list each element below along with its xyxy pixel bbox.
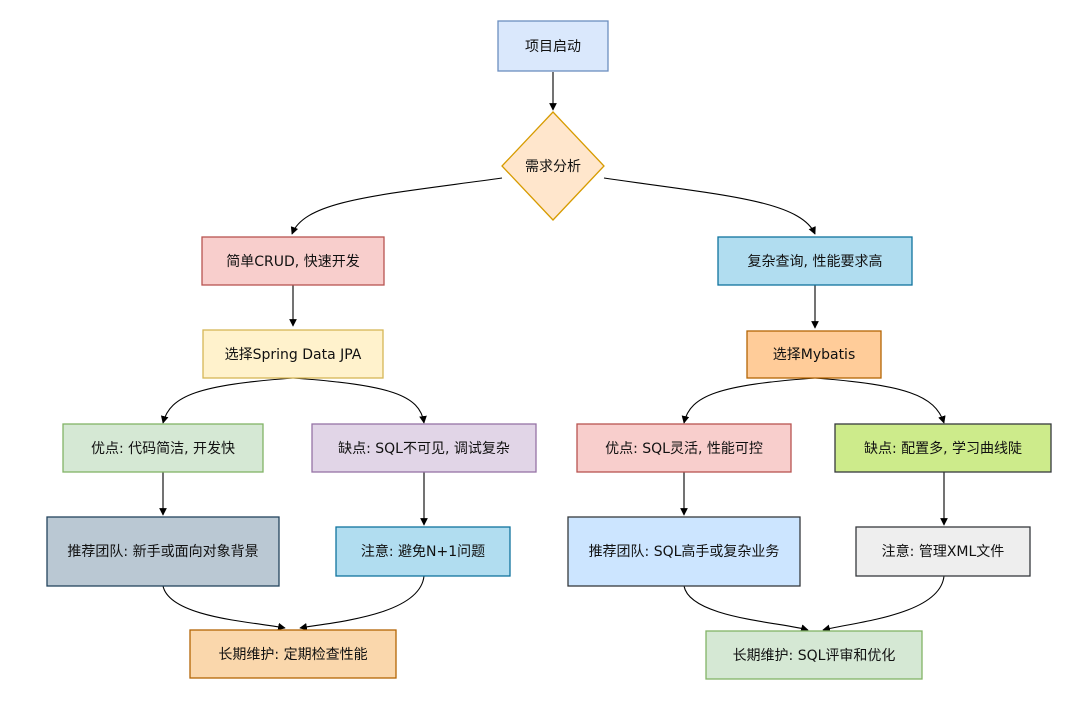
node-jpa-pros-label: 优点: 代码简洁, 开发快 — [91, 440, 235, 457]
node-jpa-maint: 长期维护: 定期检查性能 — [189, 629, 397, 679]
node-jpa-note: 注意: 避免N+1问题 — [335, 526, 511, 577]
edge-mbnote-to-maint — [822, 575, 945, 633]
node-jpa-team-label: 推荐团队: 新手或面向对象背景 — [67, 544, 258, 560]
node-jpa-team: 推荐团队: 新手或面向对象背景 — [46, 516, 280, 587]
node-jpa: 选择Spring Data JPA — [202, 329, 384, 379]
node-analysis: 需求分析 — [501, 111, 605, 221]
node-jpa-cons-label: 缺点: SQL不可见, 调试复杂 — [338, 440, 510, 457]
edges — [159, 72, 948, 633]
edge-note-to-maint — [299, 575, 425, 631]
node-mybatis-maint: 长期维护: SQL评审和优化 — [705, 630, 923, 680]
node-jpa-pros: 优点: 代码简洁, 开发快 — [62, 423, 264, 473]
node-mybatis-team: 推荐团队: SQL高手或复杂业务 — [567, 516, 801, 587]
node-mybatis-label: 选择Mybatis — [773, 347, 856, 363]
node-complex: 复杂查询, 性能要求高 — [717, 236, 913, 286]
edge-jpa-to-pros — [160, 377, 294, 424]
node-mybatis-pros: 优点: SQL灵活, 性能可控 — [576, 423, 792, 473]
node-mybatis-note-label: 注意: 管理XML文件 — [882, 543, 1005, 560]
node-jpa-maint-label: 长期维护: 定期检查性能 — [218, 647, 367, 663]
node-simple: 简单CRUD, 快速开发 — [201, 236, 385, 286]
node-jpa-label: 选择Spring Data JPA — [225, 347, 362, 363]
edge-jpa-to-cons — [292, 377, 427, 424]
node-mybatis-pros-label: 优点: SQL灵活, 性能可控 — [605, 441, 763, 457]
node-start-label: 项目启动 — [525, 39, 581, 55]
node-mybatis-note: 注意: 管理XML文件 — [855, 526, 1031, 577]
edge-mybatis-to-pros — [681, 377, 816, 424]
edge-analysis-to-simple — [290, 177, 503, 235]
node-mybatis: 选择Mybatis — [746, 330, 882, 379]
node-mybatis-cons-label: 缺点: 配置多, 学习曲线陡 — [864, 440, 1022, 457]
node-mybatis-cons: 缺点: 配置多, 学习曲线陡 — [834, 423, 1052, 473]
node-mybatis-maint-label: 长期维护: SQL评审和优化 — [733, 648, 896, 664]
edge-team-to-maint — [162, 585, 286, 631]
node-mybatis-team-label: 推荐团队: SQL高手或复杂业务 — [589, 543, 780, 560]
node-simple-label: 简单CRUD, 快速开发 — [226, 253, 359, 270]
node-jpa-cons: 缺点: SQL不可见, 调试复杂 — [311, 423, 537, 473]
edge-mybatis-to-cons — [814, 377, 946, 424]
node-analysis-label: 需求分析 — [525, 159, 581, 175]
edge-mbteam-to-maint — [683, 585, 809, 632]
edge-analysis-to-complex — [603, 177, 816, 235]
node-start: 项目启动 — [497, 20, 609, 72]
node-complex-label: 复杂查询, 性能要求高 — [748, 253, 883, 270]
node-jpa-note-label: 注意: 避免N+1问题 — [361, 543, 485, 560]
